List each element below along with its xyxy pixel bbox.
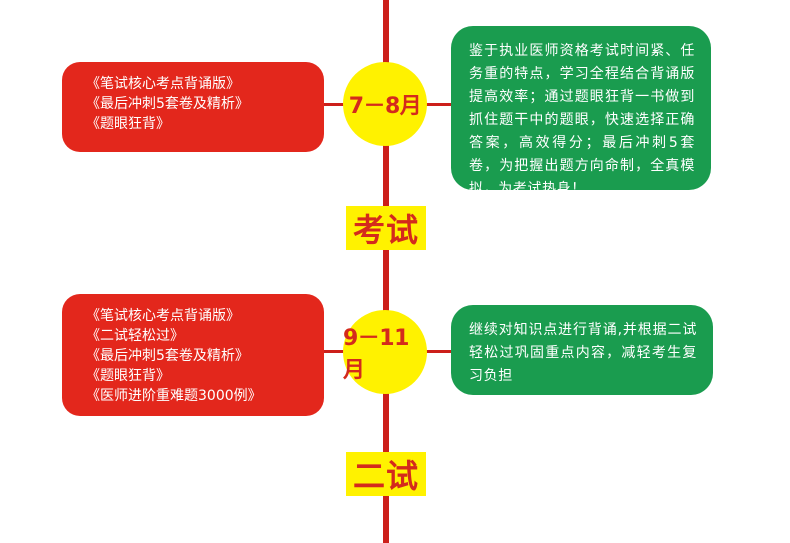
stage-text: 二试 <box>352 457 419 495</box>
description-text: 鉴于执业医师资格考试时间紧、任务重的特点，学习全程结合背诵版提高效率；通过题眼狂… <box>469 43 695 197</box>
book-item: 《笔试核心考点背诵版》 <box>86 308 240 324</box>
stage-text: 考试 <box>352 211 419 249</box>
timeline-vertical-line <box>383 0 389 543</box>
stage-label-2: 二试 <box>346 452 426 496</box>
book-item: 《最后冲刺5套卷及精析》 <box>86 348 249 364</box>
period-label: 7－8月 <box>348 94 422 119</box>
book-list-box-1: 《笔试核心考点背诵版》 《最后冲刺5套卷及精析》 《题眼狂背》 <box>62 62 324 152</box>
book-item: 《医师进阶重难题3000例》 <box>86 388 262 404</box>
book-item: 《最后冲刺5套卷及精析》 <box>86 96 249 112</box>
book-item: 《题眼狂背》 <box>86 368 170 384</box>
stage-label-1: 考试 <box>346 206 426 250</box>
description-box-2: 继续对知识点进行背诵,并根据二试轻松过巩固重点内容，减轻考生复习负担 <box>451 305 713 395</box>
period-circle-2: 9－11月 <box>343 310 427 394</box>
period-label: 9－11月 <box>343 326 409 383</box>
book-list-box-2: 《笔试核心考点背诵版》 《二试轻松过》 《最后冲刺5套卷及精析》 《题眼狂背》 … <box>62 294 324 416</box>
period-circle-1: 7－8月 <box>343 62 427 146</box>
connector-right-2 <box>424 350 454 353</box>
book-item: 《二试轻松过》 <box>86 328 184 344</box>
book-item: 《题眼狂背》 <box>86 116 170 132</box>
connector-left-2 <box>322 350 352 353</box>
book-item: 《笔试核心考点背诵版》 <box>86 76 240 92</box>
connector-left-1 <box>322 103 352 106</box>
description-text: 继续对知识点进行背诵,并根据二试轻松过巩固重点内容，减轻考生复习负担 <box>469 322 697 384</box>
connector-right-1 <box>424 103 454 106</box>
description-box-1: 鉴于执业医师资格考试时间紧、任务重的特点，学习全程结合背诵版提高效率；通过题眼狂… <box>451 26 711 197</box>
